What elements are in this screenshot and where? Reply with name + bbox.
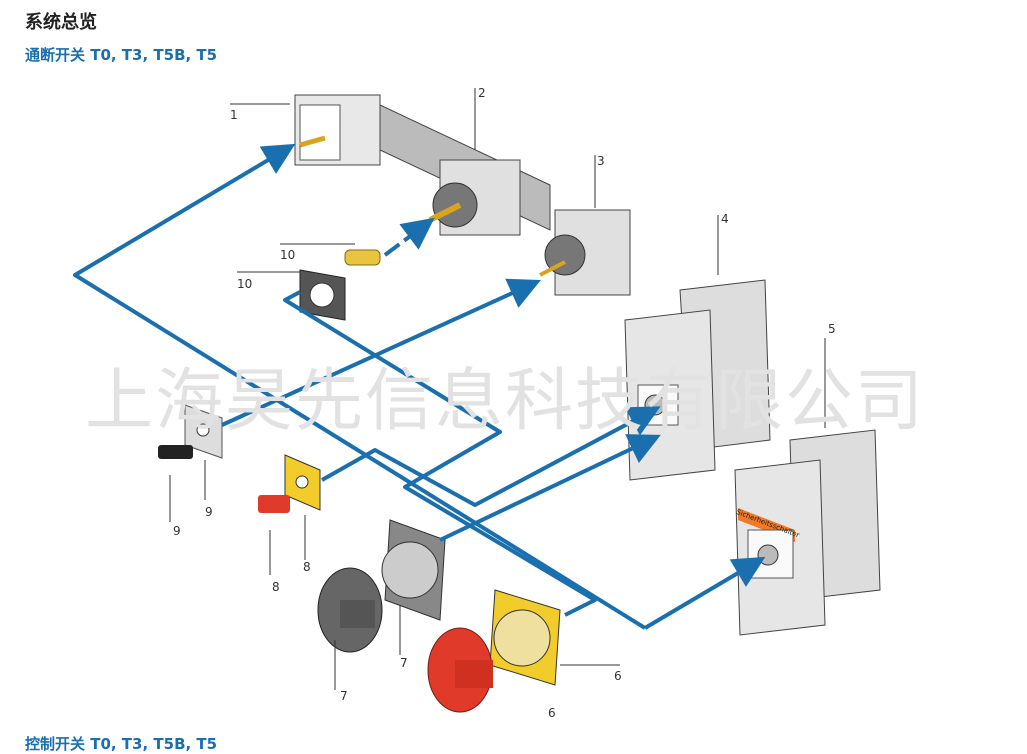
- front-plate-7: [381, 519, 446, 621]
- callout-5: 5: [828, 322, 836, 336]
- arrow-plate-7-to-enclosure-4: [439, 434, 661, 542]
- callout-1: 1: [230, 108, 238, 122]
- arrow-flange-to-handle-6: [283, 290, 597, 617]
- rotary-handle-7: [317, 567, 383, 653]
- callout-2: 2: [478, 86, 486, 100]
- enclosure-5: [734, 429, 881, 636]
- front-plate-8: [284, 454, 321, 511]
- handle-8: [258, 495, 290, 513]
- switch-3: [539, 209, 631, 296]
- callout-7: 7: [340, 689, 348, 703]
- callout-10: 10: [280, 248, 296, 262]
- rotary-handle-6: [427, 627, 493, 713]
- flange-plate-10: [299, 269, 346, 321]
- front-plate-6: [489, 589, 561, 686]
- arrow-plate-9-to-switch-3: [221, 278, 541, 427]
- callout-8b: 8: [303, 560, 311, 574]
- arrow-coupling-to-switch-2: [383, 217, 435, 257]
- arrow-plate-8-to-enclosure-4: [321, 406, 661, 507]
- callout-4: 4: [721, 212, 729, 226]
- arrow-to-enclosure-5: [643, 556, 766, 630]
- callout-8: 8: [272, 580, 280, 594]
- callout-9b: 9: [205, 505, 213, 519]
- shaft-coupling-10: [344, 249, 381, 266]
- callout-9: 9: [173, 524, 181, 538]
- arrow-to-switch-1: [73, 143, 647, 630]
- handle-9: [158, 445, 193, 459]
- callout-6: 6: [614, 669, 622, 683]
- section-title-top: 通断开关 T0, T3, T5B, T5: [25, 46, 218, 64]
- watermark: 上海昊先信息科技有限公司: [85, 362, 926, 441]
- front-plate-9: [184, 404, 223, 459]
- callout-10b: 10: [237, 277, 253, 291]
- callout-6b: 6: [548, 706, 556, 720]
- switch-2: [428, 159, 521, 236]
- page-title: 系统总览: [25, 12, 97, 33]
- switch-1: [294, 94, 381, 166]
- section-title-bottom: 控制开关 T0, T3, T5B, T5: [25, 735, 218, 753]
- callout-3: 3: [597, 154, 605, 168]
- callout-7b: 7: [400, 656, 408, 670]
